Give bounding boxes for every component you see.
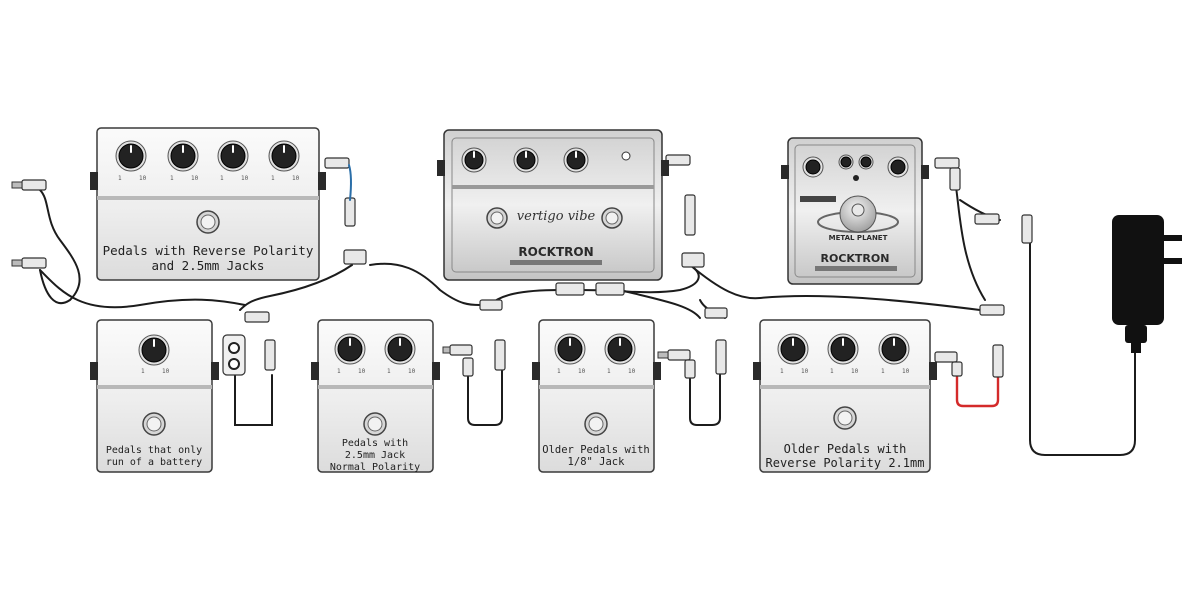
footswitch <box>851 203 865 217</box>
knob <box>887 156 909 178</box>
pedal-battery-only: 1 10 Pedals that only run of a battery <box>90 319 219 473</box>
knob <box>563 147 589 173</box>
tick-min: 1 <box>220 175 224 182</box>
tick-min: 1 <box>271 175 275 182</box>
knob <box>268 140 300 172</box>
footswitch <box>196 210 220 234</box>
pedal-label: Older Pedals with <box>784 442 907 456</box>
tick-max: 10 <box>162 368 170 375</box>
tick-min: 1 <box>780 368 784 375</box>
tick-max: 10 <box>292 175 300 182</box>
footswitch <box>601 207 623 229</box>
tick-min: 1 <box>337 368 341 375</box>
mini-knob <box>853 175 859 181</box>
knob <box>115 140 147 172</box>
plug-older-18 <box>657 307 728 379</box>
led-indicator <box>621 151 631 161</box>
tick-min: 1 <box>557 368 561 375</box>
pedal-label: Normal Polarity <box>330 462 420 473</box>
pedal-label: and 2.5mm Jacks <box>152 258 265 273</box>
knob <box>777 333 809 365</box>
plug-top-junction <box>343 249 367 265</box>
plug-vertigo-out <box>665 154 705 268</box>
knob <box>334 333 366 365</box>
tick-max: 10 <box>851 368 859 375</box>
knob <box>461 147 487 173</box>
battery-clip <box>222 334 246 376</box>
knob <box>384 333 416 365</box>
tick-max: 10 <box>191 175 199 182</box>
tick-min: 1 <box>387 368 391 375</box>
plug-battery <box>244 311 276 371</box>
tick-max: 10 <box>902 368 910 375</box>
rocktron-brand: ROCKTRON <box>821 252 890 265</box>
footswitch <box>833 406 857 430</box>
pedal-reverse-polarity-25mm: 1 10 1 10 1 10 1 10 Pedals with Reverse … <box>90 127 326 281</box>
knob <box>167 140 199 172</box>
pedal-older-18-jack: 1 10 1 10 Older Pedals with 1/8" Jack <box>532 319 661 473</box>
tick-min: 1 <box>170 175 174 182</box>
footswitch <box>142 412 166 436</box>
pedal-label: run of a battery <box>106 457 202 468</box>
brand-stripe <box>815 266 897 271</box>
knob <box>513 147 539 173</box>
brand-stripe <box>510 260 602 265</box>
pedal-rocktron-metal-planet: METAL PLANET ROCKTRON <box>781 137 929 285</box>
pedal-label: Older Pedals with <box>542 444 649 456</box>
knob <box>554 333 586 365</box>
tick-min: 1 <box>141 368 145 375</box>
tick-max: 10 <box>241 175 249 182</box>
pedal-label: Pedals with <box>342 438 408 449</box>
tick-max: 10 <box>628 368 636 375</box>
pedal-label: Pedals that only <box>106 445 202 456</box>
pedal-label: Reverse Polarity 2.1mm <box>766 456 925 470</box>
plug-left-top <box>11 179 47 191</box>
tick-max: 10 <box>801 368 809 375</box>
footswitch <box>486 207 508 229</box>
tick-min: 1 <box>830 368 834 375</box>
plug-normal-25 <box>442 299 506 377</box>
plug-middle-junction <box>555 282 625 296</box>
knob <box>217 140 249 172</box>
tick-max: 10 <box>408 368 416 375</box>
model-badge <box>800 196 836 202</box>
tick-max: 10 <box>139 175 147 182</box>
pedal-normal-25mm: 1 10 1 10 Pedals with 2.5mm Jack Normal … <box>311 319 440 473</box>
pedal-label: 2.5mm Jack <box>345 450 405 461</box>
tick-max: 10 <box>358 368 366 375</box>
pedal-older-reverse-21mm: 1 10 1 10 1 10 Older Pedals with Reverse… <box>753 319 937 473</box>
metal-planet-logo: METAL PLANET <box>829 234 888 242</box>
plug-metal-planet <box>934 157 1033 244</box>
knob <box>138 334 170 366</box>
vertigo-logo: vertigo vibe <box>517 209 596 224</box>
tick-min: 1 <box>607 368 611 375</box>
plug-left-bottom <box>11 257 47 269</box>
knob <box>827 333 859 365</box>
plug-top-pedal-out <box>324 157 356 227</box>
tick-min: 1 <box>118 175 122 182</box>
rocktron-brand: ROCKTRON <box>518 245 593 259</box>
footswitch <box>584 412 608 436</box>
plug-reverse-21 <box>934 304 1005 378</box>
knob <box>604 333 636 365</box>
knob <box>802 156 824 178</box>
pedal-rocktron-vertigo: vertigo vibe ROCKTRON <box>437 129 669 281</box>
reverse-polarity-cable <box>955 373 1000 408</box>
knob <box>838 154 854 170</box>
knob <box>878 333 910 365</box>
plug-connectors <box>11 154 1033 379</box>
pedal-label: 1/8" Jack <box>568 456 626 468</box>
tick-max: 10 <box>578 368 586 375</box>
cable-network <box>39 179 1136 456</box>
knob <box>858 154 874 170</box>
tick-min: 1 <box>881 368 885 375</box>
power-adapter-icon <box>1112 215 1182 353</box>
footswitch <box>363 412 387 436</box>
pedal-label: Pedals with Reverse Polarity <box>103 243 314 258</box>
